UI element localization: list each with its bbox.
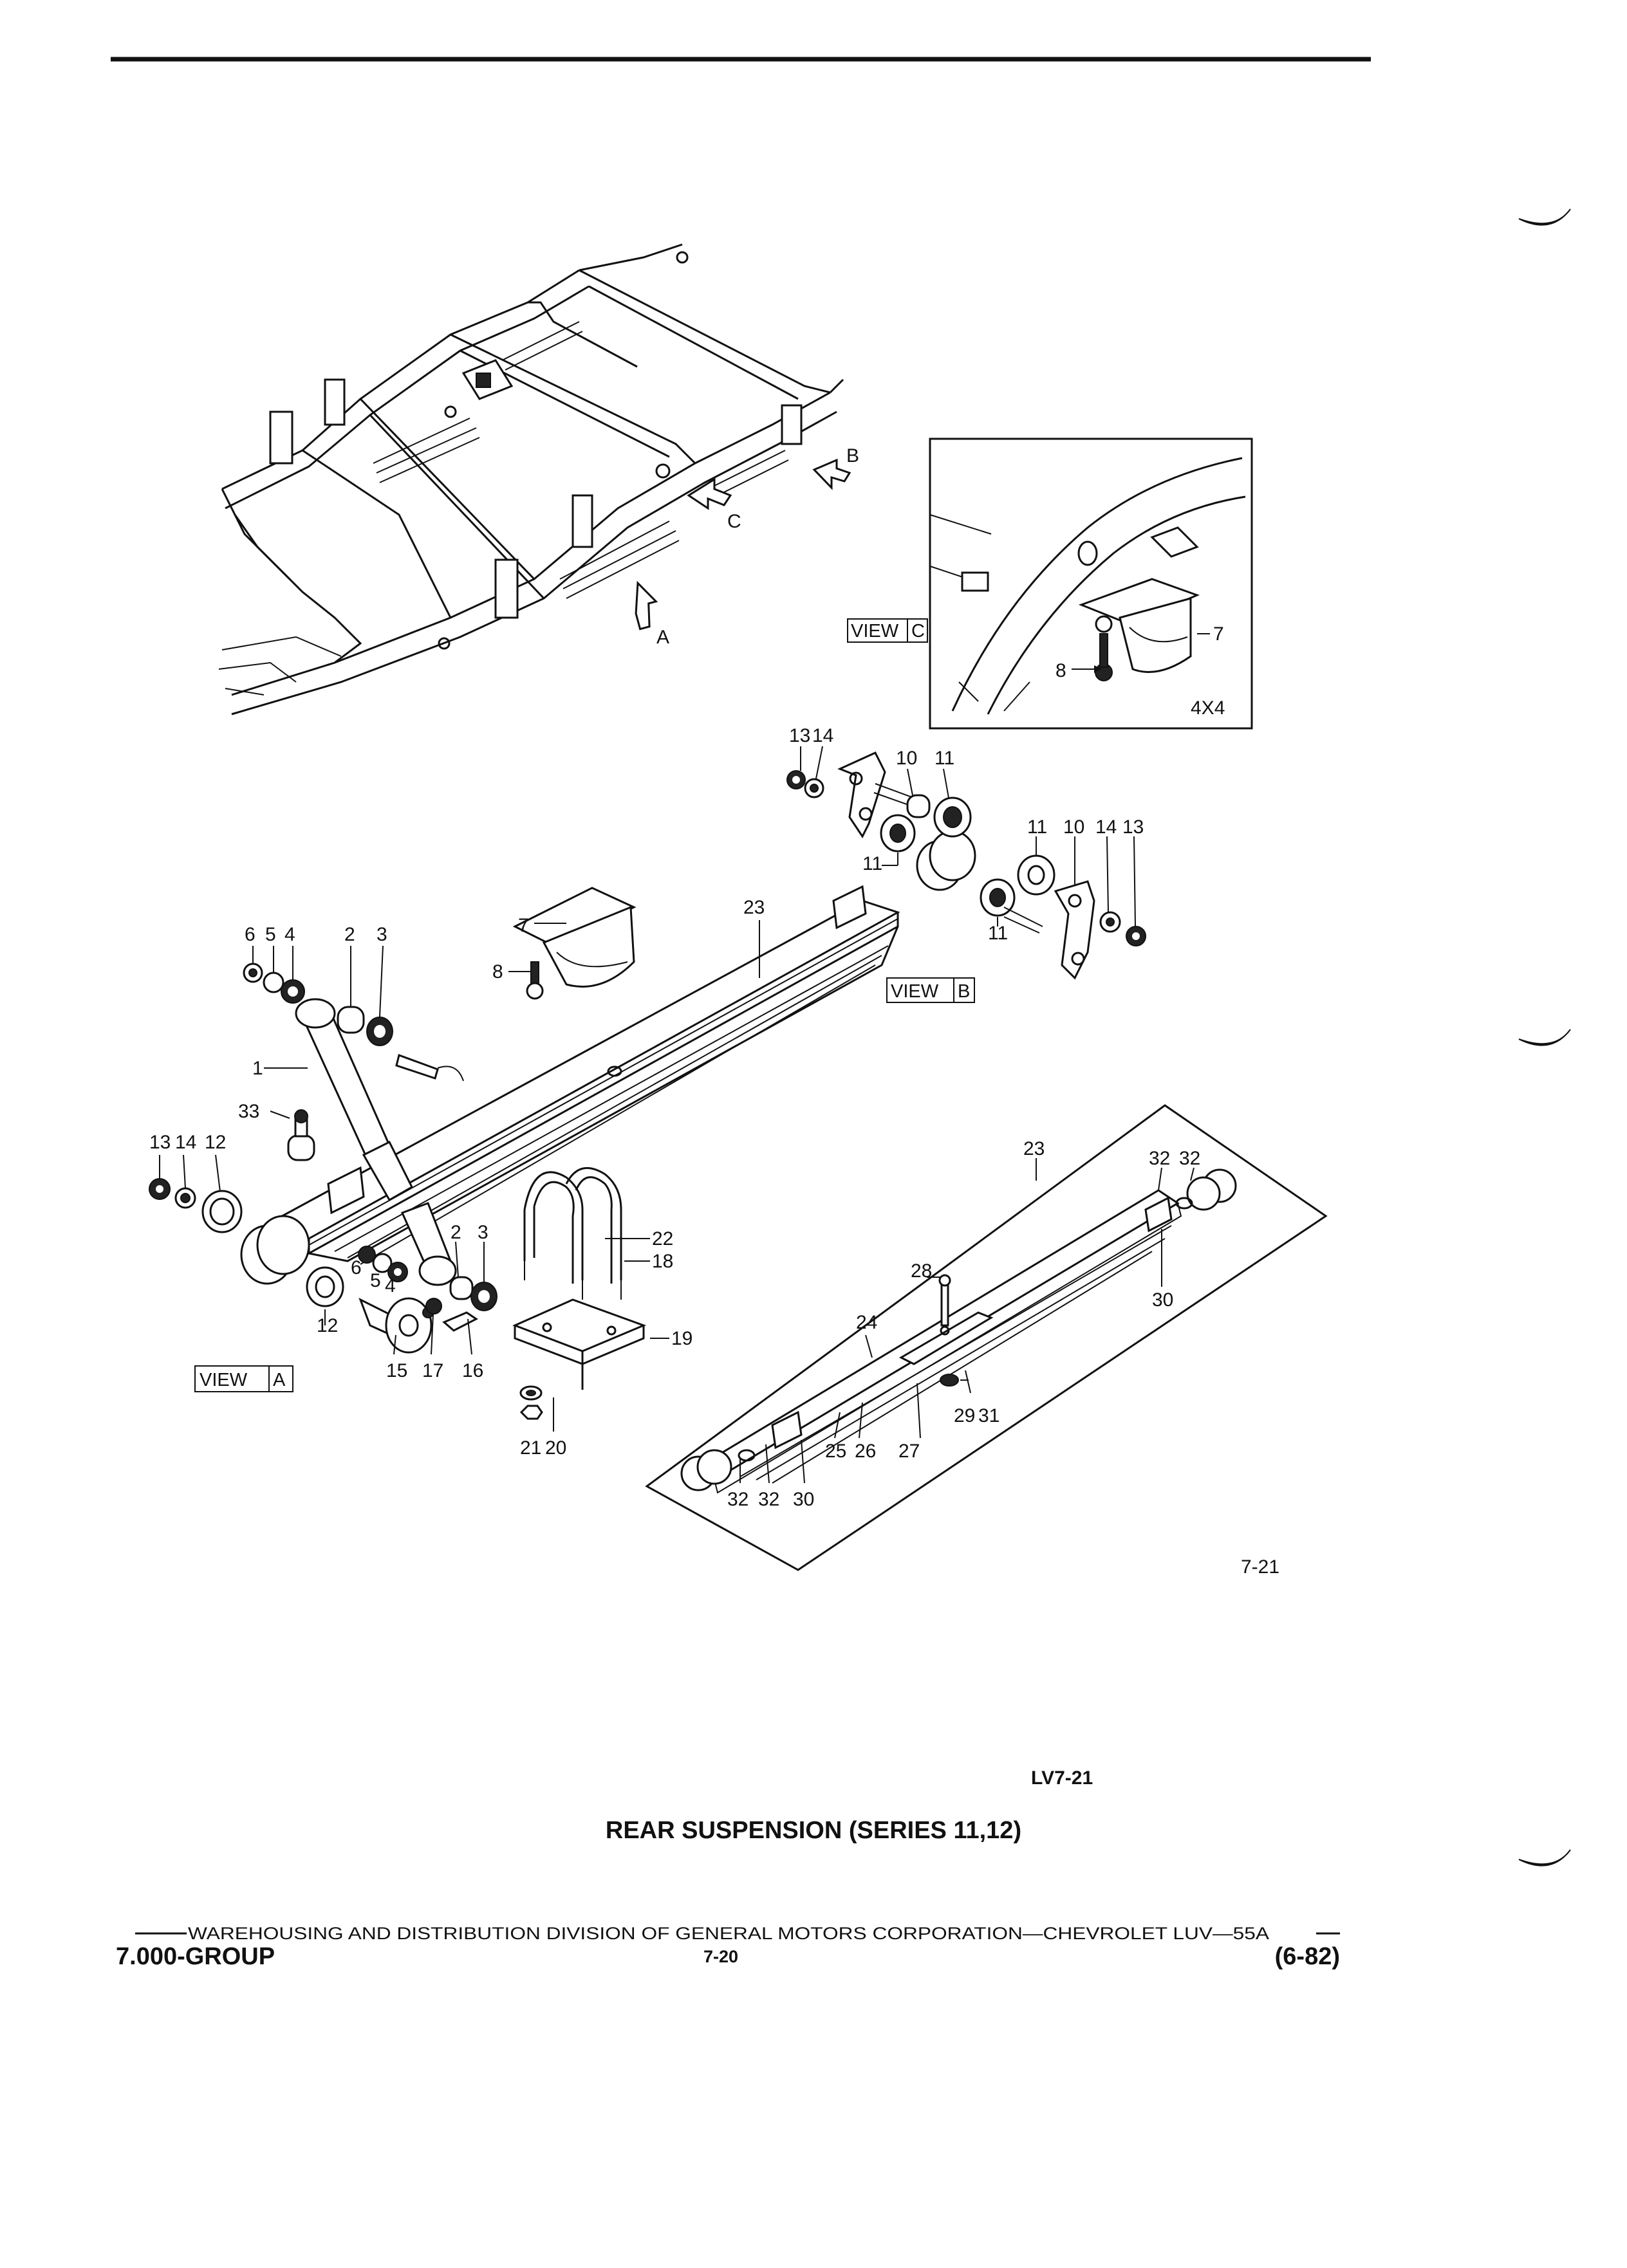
- callout-11a: 11: [934, 748, 954, 769]
- callout-31: 31: [978, 1405, 999, 1426]
- shackle-assembly: [358, 1246, 497, 1354]
- arrow-b-label: B: [846, 445, 859, 466]
- shock-absorber: [295, 998, 457, 1286]
- leaf-spring-assembly: [240, 830, 976, 1285]
- callout-21: 21: [520, 1437, 541, 1459]
- callout-17: 17: [422, 1360, 443, 1381]
- callout-22: 22: [652, 1228, 673, 1249]
- callout-5b: 5: [370, 1270, 381, 1291]
- view-arrow-b: B: [812, 445, 859, 490]
- callout-29: 29: [954, 1405, 975, 1426]
- footer-page-number: 7-20: [703, 1947, 738, 1966]
- view-a-label: VIEW A: [194, 1365, 293, 1392]
- callout-6b: 6: [351, 1257, 362, 1278]
- callout-11b: 11: [862, 853, 882, 874]
- bump-bumper: [512, 887, 637, 1000]
- callout-4a: 4: [284, 924, 295, 945]
- view-arrow-a: A: [635, 580, 669, 648]
- callout-6a: 6: [245, 924, 256, 945]
- lv-reference: LV7-21: [1031, 1767, 1093, 1789]
- u-bolt-assembly: [512, 1166, 647, 1420]
- callout-14c: 14: [1095, 816, 1117, 838]
- footer-group: 7.000-GROUP: [116, 1943, 275, 1970]
- inset-border: [929, 438, 1253, 730]
- spring-4x4-inset: [645, 1104, 1328, 1571]
- footer-date-code: (6-82): [1275, 1943, 1340, 1970]
- callout-8-inset: 8: [1055, 660, 1066, 681]
- svg-text:VIEW: VIEW: [891, 981, 939, 1002]
- callout-28: 28: [911, 1260, 932, 1282]
- callout-11d: 11: [1027, 816, 1047, 838]
- callout-24: 24: [856, 1312, 877, 1333]
- callout-32b: 32: [1179, 1148, 1200, 1169]
- svg-text:A: A: [273, 1370, 286, 1390]
- svg-text:C: C: [911, 621, 925, 641]
- callout-13c: 13: [1122, 816, 1144, 838]
- callout-30b: 30: [793, 1489, 814, 1510]
- label-4x4: 4X4: [1191, 697, 1225, 719]
- svg-text:VIEW: VIEW: [200, 1370, 248, 1390]
- callout-19: 19: [671, 1328, 693, 1349]
- bump-stopper: [287, 1109, 315, 1161]
- callout-10a: 10: [896, 748, 917, 769]
- vehicle-frame: [218, 243, 844, 715]
- callout-18: 18: [652, 1251, 673, 1272]
- callout-23a: 23: [743, 897, 765, 918]
- callout-3b: 3: [478, 1222, 488, 1243]
- callout-23b: 23: [1023, 1138, 1045, 1159]
- callout-27: 27: [898, 1441, 920, 1462]
- callout-1: 1: [252, 1058, 263, 1079]
- footer-division: WAREHOUSING AND DISTRIBUTION DIVISION OF…: [188, 1924, 1269, 1943]
- callout-labels: 6 5 4 2 3 1 33 13 14 12 6 5 4 2 3 12 15 …: [149, 725, 1200, 1510]
- callout-32c: 32: [727, 1489, 748, 1510]
- callout-25: 25: [825, 1441, 846, 1462]
- leader-lines: [159, 746, 1195, 1484]
- view-c-inset: 7 8 4X4: [929, 438, 1253, 730]
- callout-16: 16: [462, 1360, 483, 1381]
- svg-text:B: B: [958, 981, 970, 1002]
- svg-text:VIEW: VIEW: [851, 621, 899, 641]
- callout-14b: 14: [812, 725, 833, 746]
- binder-mark-middle: [1518, 1029, 1571, 1046]
- callout-12b: 12: [317, 1315, 338, 1336]
- callout-33: 33: [238, 1101, 259, 1122]
- binder-mark-bottom: [1518, 1849, 1571, 1867]
- callout-30a: 30: [1152, 1289, 1173, 1311]
- callout-13a: 13: [149, 1132, 171, 1153]
- callout-15: 15: [386, 1360, 407, 1381]
- callout-26: 26: [855, 1441, 876, 1462]
- callout-14a: 14: [175, 1132, 196, 1153]
- callout-20: 20: [545, 1437, 566, 1459]
- callout-7a: 7: [518, 915, 529, 936]
- view-b-label: VIEW B: [886, 977, 975, 1003]
- callout-11c: 11: [988, 923, 1008, 944]
- callout-32d: 32: [758, 1489, 779, 1510]
- callout-2a: 2: [344, 924, 355, 945]
- callout-7-inset: 7: [1213, 623, 1224, 645]
- callout-8a: 8: [492, 961, 503, 982]
- view-arrow-c: C: [687, 477, 741, 532]
- callout-10b: 10: [1063, 816, 1084, 838]
- drawing-reference: 7-21: [1241, 1556, 1279, 1578]
- callout-13b: 13: [789, 725, 810, 746]
- arrow-a-label: A: [656, 627, 669, 648]
- callout-12a: 12: [205, 1132, 226, 1153]
- callout-5a: 5: [265, 924, 276, 945]
- callout-2b: 2: [451, 1222, 461, 1243]
- page-title: REAR SUSPENSION (SERIES 11,12): [606, 1817, 1021, 1844]
- view-c-label: VIEW C: [847, 618, 928, 643]
- upper-shock-hardware: [243, 963, 464, 1082]
- inset-frame-outline: [645, 1104, 1328, 1571]
- binder-mark-top: [1518, 208, 1571, 226]
- callout-32a: 32: [1149, 1148, 1170, 1169]
- callout-4b: 4: [385, 1275, 396, 1296]
- arrow-c-label: C: [727, 511, 741, 532]
- callout-3a: 3: [377, 924, 387, 945]
- front-hanger-hardware: [786, 751, 1146, 980]
